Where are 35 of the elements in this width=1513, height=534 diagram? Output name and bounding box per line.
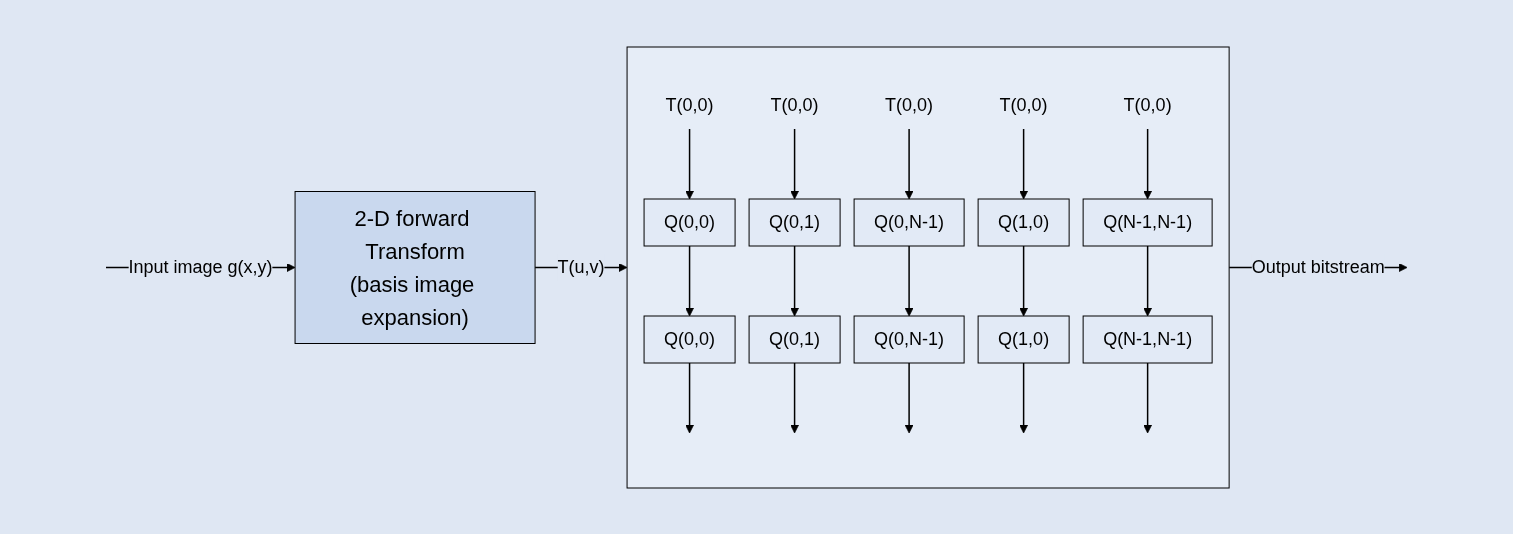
node-text: T(0,0) bbox=[665, 94, 714, 115]
arrow bbox=[790, 244, 799, 316]
node-box: Q(0,1) bbox=[748, 198, 841, 246]
node-box: Q(0,N-1) bbox=[853, 315, 965, 363]
arrow bbox=[1019, 361, 1028, 433]
edge-label: Output bitstream bbox=[1251, 256, 1385, 277]
node-box: Q(1,0) bbox=[977, 315, 1070, 363]
arrow bbox=[1143, 244, 1152, 316]
arrow bbox=[1019, 127, 1028, 199]
node-text: T(0,0) bbox=[1123, 94, 1172, 115]
edge-label: T(u,v) bbox=[557, 256, 605, 277]
arrow bbox=[1143, 127, 1152, 199]
node-text: T(0,0) bbox=[770, 94, 819, 115]
node-box: Q(0,1) bbox=[748, 315, 841, 363]
node-text: T(0,0) bbox=[999, 94, 1048, 115]
arrow bbox=[1143, 361, 1152, 433]
arrow bbox=[904, 244, 914, 316]
cluster bbox=[626, 46, 1230, 488]
arrow bbox=[685, 127, 694, 199]
arrow bbox=[1019, 244, 1028, 316]
node-text: T(0,0) bbox=[885, 94, 934, 115]
node-box: Q(0,0) bbox=[643, 198, 736, 246]
arrow bbox=[790, 127, 799, 199]
node-box: Q(1,0) bbox=[977, 198, 1070, 246]
node-box: Q(N-1,N-1) bbox=[1082, 198, 1213, 246]
arrow bbox=[685, 361, 694, 433]
arrow bbox=[904, 361, 914, 433]
node-box: Q(0,0) bbox=[643, 315, 736, 363]
node-box: 2-D forward Transform (basis image expansion) bbox=[294, 190, 536, 344]
node-box: Q(N-1,N-1) bbox=[1082, 315, 1213, 363]
arrow bbox=[790, 361, 799, 433]
node-box: Q(0,N-1) bbox=[853, 198, 965, 246]
edge-label: Input image g(x,y) bbox=[128, 256, 273, 277]
arrow bbox=[685, 244, 694, 316]
arrow bbox=[904, 127, 914, 199]
